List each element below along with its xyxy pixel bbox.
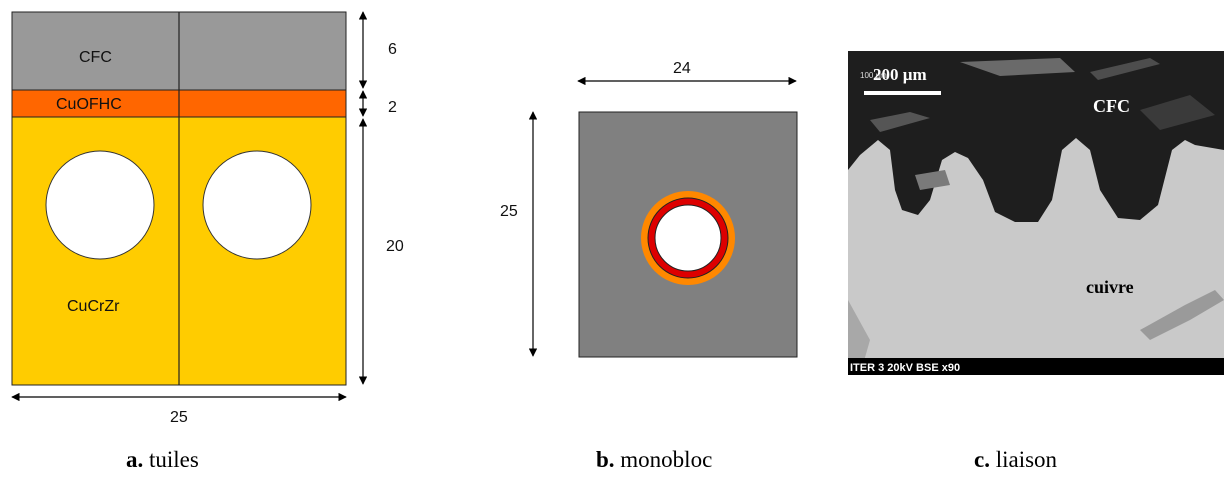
region-label-cfc: CFC — [1093, 96, 1130, 116]
caption-c: c. liaison — [974, 447, 1057, 473]
cfc-dark-region — [848, 51, 1224, 222]
region-label-cuivre: cuivre — [1086, 277, 1134, 297]
cooling-hole-b — [654, 204, 722, 272]
caption-c-text: liaison — [995, 447, 1058, 472]
dim-value-width-a: 25 — [170, 409, 188, 426]
dim-value-cfc: 6 — [388, 41, 397, 58]
cfc-fiber-streak — [1090, 58, 1160, 80]
sem-info-text: ITER 3 20kV BSE x90 — [850, 362, 960, 374]
scale-bar-label: 200 µm — [873, 65, 927, 84]
layer-label-cfc: CFC — [79, 49, 112, 66]
caption-b-letter: b. — [596, 447, 615, 472]
cfc-fibers — [960, 58, 1075, 76]
dim-value-cuofhc: 2 — [388, 99, 397, 116]
caption-c-letter: c. — [974, 447, 990, 472]
layer-label-cucrzr: CuCrZr — [67, 298, 120, 315]
cfc-grey-patch — [1140, 95, 1215, 130]
dim-value-height-b: 25 — [500, 203, 518, 220]
cooling-hole-left — [45, 150, 155, 260]
layer-label-cuofhc: CuOFHC — [56, 96, 122, 113]
caption-a: a. tuiles — [126, 447, 199, 473]
caption-a-letter: a. — [126, 447, 144, 472]
panel-c-micrograph: ITER 3 20kV BSE x90 100 µm 200 µm CFC cu… — [848, 51, 1224, 375]
copper-crack — [1140, 290, 1224, 340]
dim-value-cucrzr: 20 — [386, 238, 404, 255]
dim-value-width-b: 24 — [673, 60, 691, 77]
caption-b: b. monobloc — [596, 447, 712, 473]
panel-a-tuiles: CFC CuOFHC CuCrZr 6 2 20 25 — [11, 11, 404, 426]
panel-b-monobloc: 24 25 — [500, 60, 798, 358]
copper-shadow — [848, 300, 870, 375]
scale-bar — [864, 91, 941, 95]
scale-bar-overlay-text: 100 µm — [860, 71, 887, 80]
cfc-fiber-streak-2 — [870, 112, 930, 132]
caption-b-text: monobloc — [620, 447, 713, 472]
sem-info-bar — [848, 358, 1224, 375]
cooling-hole-right — [202, 150, 312, 260]
cfc-grey-patch-2 — [915, 170, 950, 190]
caption-a-text: tuiles — [149, 447, 199, 472]
